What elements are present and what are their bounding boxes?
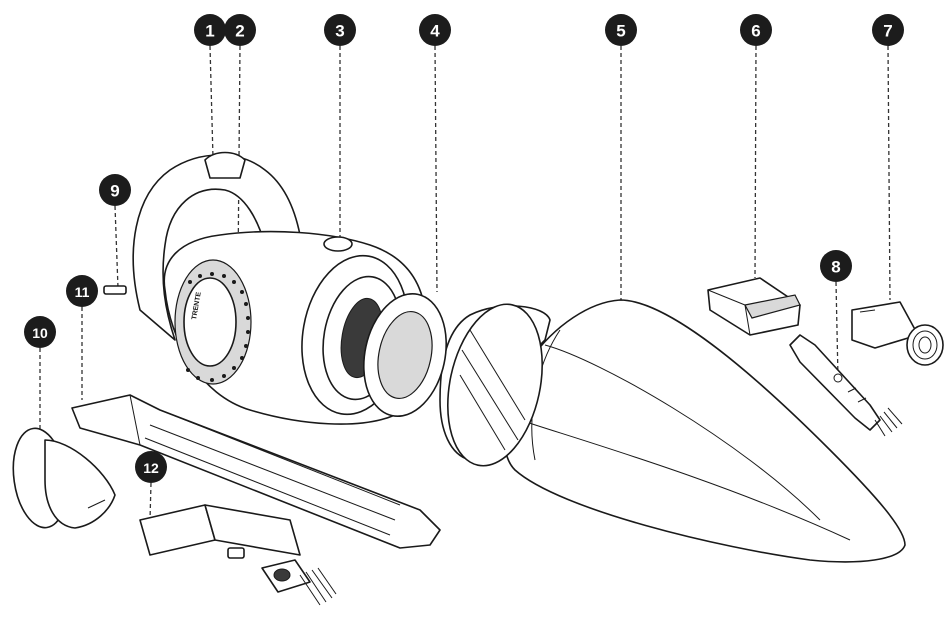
svg-text:7: 7 [883,22,892,41]
seal-ring-part [363,292,447,418]
nozzle-cap-part [12,427,116,529]
wide-nozzle-part [707,277,801,336]
svg-text:5: 5 [616,22,625,41]
brand-logo: TRENTE [191,291,203,320]
callout-5: 5 [605,14,637,46]
svg-text:10: 10 [32,325,48,341]
callout-2: 2 [224,14,256,46]
svg-text:11: 11 [75,284,90,300]
vent-holes [186,272,250,382]
svg-text:9: 9 [110,182,119,201]
filter-housing-part [439,303,551,467]
callout-4: 4 [419,14,451,46]
svg-text:2: 2 [235,22,244,41]
svg-text:4: 4 [430,22,440,41]
svg-text:3: 3 [335,22,344,41]
callout-12: 12 [135,451,167,483]
brush-attachment-part [139,504,337,606]
callout-11: 11 [66,275,98,307]
cleaning-tool-part [789,334,903,437]
svg-text:12: 12 [143,460,159,476]
charging-pin-part [103,285,127,295]
crevice-tool-part [71,394,441,549]
callout-7: 7 [872,14,904,46]
callout-3: 3 [324,14,356,46]
charger-adapter-part [851,301,944,366]
svg-text:6: 6 [751,22,760,41]
svg-text:8: 8 [831,258,840,277]
callout-8: 8 [820,250,852,282]
callout-6: 6 [740,14,772,46]
callout-10: 10 [24,316,56,348]
callout-badges: 1 2 3 4 5 6 7 8 [24,14,904,483]
callout-1: 1 [194,14,226,46]
svg-text:1: 1 [205,22,214,41]
callout-9: 9 [99,174,131,206]
dust-bin-part [503,299,906,563]
